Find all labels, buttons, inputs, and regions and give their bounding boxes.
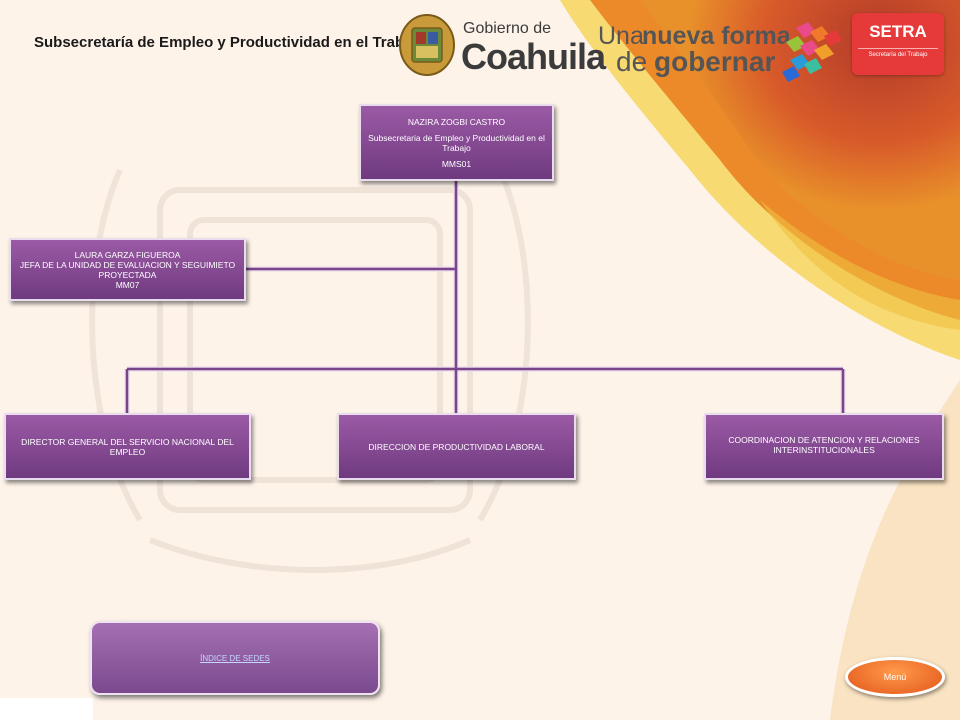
assistant-name: LAURA GARZA FIGUEROA — [74, 249, 181, 260]
org-node-child-1: DIRECTOR GENERAL DEL SERVICIO NACIONAL D… — [4, 413, 251, 480]
page-title: Subsecretaría de Empleo y Productividad … — [34, 34, 426, 51]
root-code: MMS01 — [441, 158, 472, 169]
org-node-child-3: COORDINACION DE ATENCION Y RELACIONES IN… — [704, 413, 944, 480]
index-sedes-link[interactable]: ÍNDICE DE SEDES — [200, 653, 270, 663]
slogan-gobernar: gobernar — [654, 46, 776, 77]
assistant-code: MM07 — [115, 279, 140, 290]
coahuila-seal-icon — [399, 14, 455, 76]
index-panel[interactable]: ÍNDICE DE SEDES — [90, 621, 380, 695]
footer-white-strip — [0, 698, 93, 720]
assistant-position: JEFA DE LA UNIDAD DE EVALUACION Y SEGUIM… — [19, 259, 236, 270]
color-diamonds-icon — [782, 22, 842, 82]
child-label: DIRECTOR GENERAL DEL SERVICIO NACIONAL D… — [21, 436, 234, 457]
setra-logo: SETRA Secretaría del Trabajo — [852, 13, 944, 75]
slogan-de: de — [616, 46, 648, 77]
slogan-nueva-forma: nueva forma — [642, 22, 791, 50]
gobierno-de-text: Gobierno de — [463, 20, 552, 37]
child-label: DIRECCION DE PRODUCTIVIDAD LABORAL — [368, 442, 545, 452]
setra-logo-text: SETRA — [869, 22, 927, 41]
setra-divider — [858, 48, 938, 49]
coahuila-logo-text: Coahuila — [461, 36, 606, 77]
child-label: COORDINACION DE ATENCION Y RELACIONES IN… — [728, 435, 920, 455]
setra-subtitle: Secretaría del Trabajo — [868, 52, 928, 58]
root-position: Subsecretaria de Empleo y Productividad … — [368, 132, 545, 153]
org-node-assistant: LAURA GARZA FIGUEROA JEFA DE LA UNIDAD D… — [9, 238, 246, 301]
org-node-root: NAZIRA ZOGBI CASTRO Subsecretaria de Emp… — [359, 104, 554, 181]
org-node-child-2: DIRECCION DE PRODUCTIVIDAD LABORAL — [337, 413, 576, 480]
assistant-status: PROYECTADA — [98, 269, 157, 280]
menu-button[interactable]: Menú — [845, 657, 945, 697]
root-name: NAZIRA ZOGBI CASTRO — [407, 116, 506, 127]
slogan-una: Una — [598, 22, 644, 50]
